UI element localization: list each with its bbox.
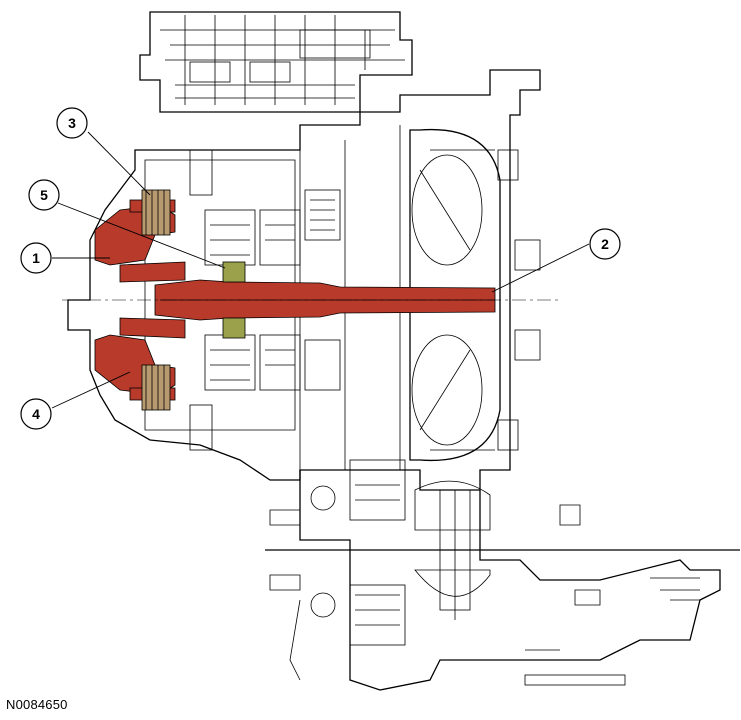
callout-3-label: 3 — [68, 115, 76, 131]
differential-assembly — [265, 459, 740, 691]
callout-1-label: 1 — [32, 250, 40, 266]
callout-3: 3 — [56, 107, 88, 139]
valve-body — [139, 11, 413, 113]
figure-id: N0084650 — [6, 697, 68, 712]
callout-5-label: 5 — [40, 187, 48, 203]
callout-4: 4 — [20, 398, 52, 430]
callout-2: 2 — [589, 228, 621, 260]
callout-4-label: 4 — [32, 406, 40, 422]
sun-gear-highlight — [222, 261, 246, 339]
clutch-plates-highlight — [141, 189, 171, 411]
callout-5: 5 — [28, 179, 60, 211]
callout-leaders — [51, 131, 590, 409]
callout-1: 1 — [20, 242, 52, 274]
torque-converter — [409, 128, 541, 462]
callout-2-label: 2 — [601, 236, 609, 252]
